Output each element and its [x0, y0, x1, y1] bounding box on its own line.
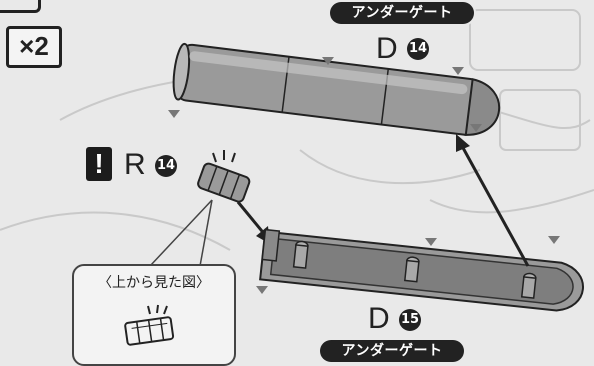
part-small-number: 14	[155, 155, 177, 177]
corner-tab	[0, 0, 41, 13]
warning-icon: !	[86, 147, 112, 181]
part-top-name: アンダーゲート	[351, 5, 453, 21]
part-bottom-number: 15	[399, 309, 421, 331]
quantity-label: ×2	[19, 31, 49, 61]
quantity-badge: ×2	[6, 26, 62, 68]
inset-caption: 〈上から見た図〉	[98, 275, 210, 291]
inset-part-illustration	[124, 304, 175, 346]
part-top-name-badge: アンダーゲート	[330, 2, 474, 24]
part-top-number: 14	[407, 38, 429, 60]
part-bottom-name-badge: アンダーゲート	[320, 340, 464, 362]
top-view-inset: 〈上から見た図〉	[72, 264, 236, 366]
warning-symbol: !	[94, 148, 104, 179]
part-small-code: R	[124, 148, 146, 181]
part-bottom-code: D	[368, 302, 390, 335]
part-top-code: D	[376, 32, 398, 65]
part-bottom-name: アンダーゲート	[341, 343, 443, 359]
